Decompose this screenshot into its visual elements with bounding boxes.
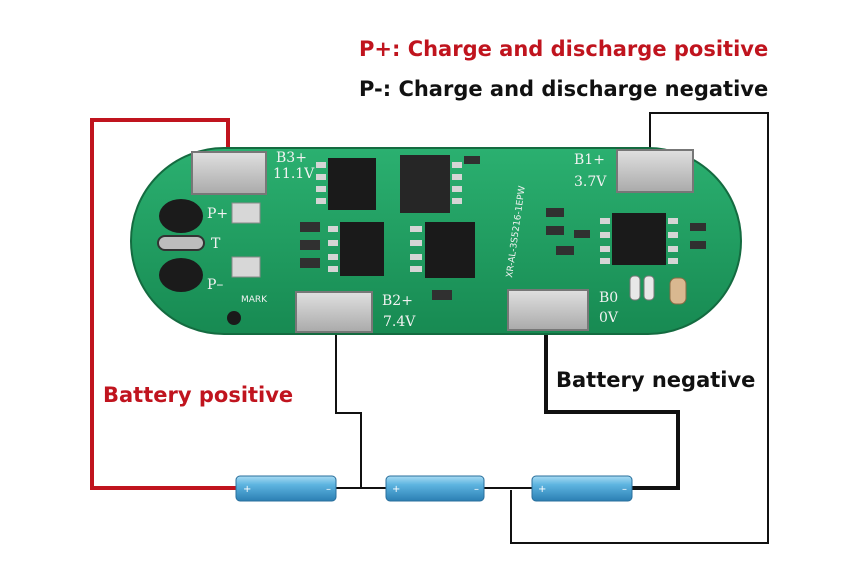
b2-voltage: 7.4V <box>383 314 416 330</box>
p-plus-label: P+ <box>207 206 228 222</box>
b1-label: B1+ <box>574 152 605 168</box>
cell-2-plus: + <box>392 484 400 495</box>
smd-components <box>300 156 706 305</box>
b2-pad <box>295 291 373 333</box>
wire-b2 <box>335 320 362 488</box>
b1-voltage: 3.7V <box>574 174 607 190</box>
wire-battery-positive <box>90 118 236 490</box>
b0-pad <box>507 289 589 331</box>
protection-board <box>130 147 742 335</box>
battery-cell-1: + – <box>235 475 337 502</box>
t-label: T <box>211 236 221 252</box>
battery-cell-3: + – <box>531 475 633 502</box>
wire-battery-negative <box>544 305 680 490</box>
p-plus-hole <box>159 199 203 233</box>
battery-cell-2: + – <box>385 475 485 502</box>
b3-pad <box>191 151 267 195</box>
cell-1-minus: – <box>326 484 331 495</box>
legend-p-minus: P-: Charge and discharge negative <box>359 77 769 101</box>
mark-dot <box>227 311 241 325</box>
b3-voltage: 11.1V <box>273 166 315 182</box>
label-battery-negative: Battery negative <box>556 368 756 392</box>
p-minus-label: P– <box>207 277 223 293</box>
mark-label: MARK <box>241 295 268 305</box>
legend-p-plus: P+: Charge and discharge positive <box>359 37 769 61</box>
b0-label: B0 <box>599 290 618 306</box>
cell-2-minus: – <box>474 484 479 495</box>
cell-3-plus: + <box>538 484 546 495</box>
b3-label: B3+ <box>276 150 307 166</box>
label-battery-positive: Battery positive <box>103 383 294 407</box>
cell-3-minus: – <box>622 484 627 495</box>
p-minus-hole <box>159 258 203 292</box>
mosfet-chips <box>316 155 678 278</box>
wire-p-minus <box>510 112 769 544</box>
t-hole <box>157 235 205 251</box>
b2-label: B2+ <box>382 293 413 309</box>
cell-1-plus: + <box>243 484 251 495</box>
b0-voltage: 0V <box>599 310 619 326</box>
b1-pad <box>616 149 694 193</box>
